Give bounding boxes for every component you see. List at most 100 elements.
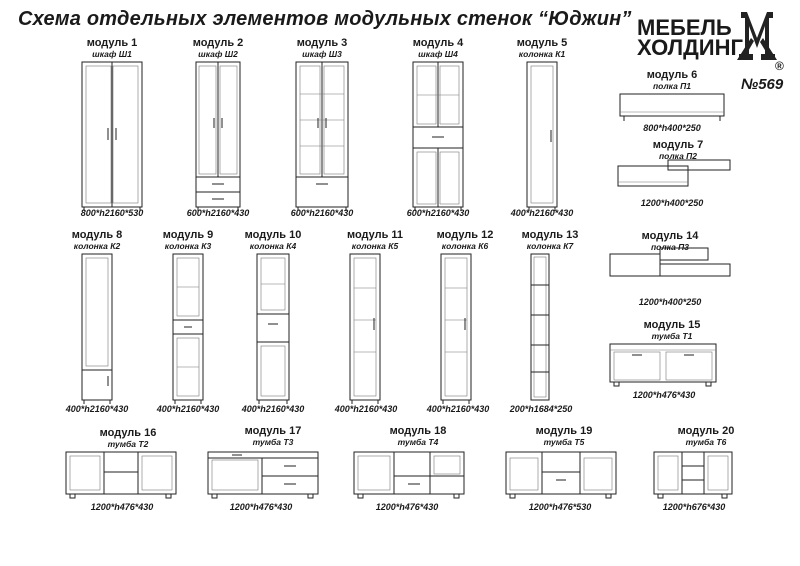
module-16-dimensions: 1200*h476*430 (90, 502, 154, 512)
module-20-label: модуль 20 тумба Т6 (666, 426, 746, 448)
module-name: модуль 17 (244, 425, 302, 437)
module-8-drawing (81, 253, 113, 404)
module-15-drawing (609, 343, 717, 387)
module-3-label: модуль 3 шкаф Ш3 (282, 38, 362, 60)
module-name: модуль 6 (646, 69, 698, 81)
module-12-label: модуль 12 колонка К6 (425, 230, 505, 252)
module-subtitle: колонка К5 (351, 241, 399, 251)
module-19-dimensions: 1200*h476*530 (528, 502, 592, 512)
module-17-dimensions: 1200*h476*430 (229, 502, 293, 512)
module-5-drawing (526, 61, 558, 211)
module-9-dimensions: 400*h2160*430 (156, 404, 220, 414)
module-subtitle: шкаф Ш3 (302, 49, 342, 59)
module-15-label: модуль 15 тумба Т1 (632, 320, 712, 342)
module-name: модуль 1 (86, 37, 138, 49)
module-name: модуль 7 (652, 139, 704, 151)
module-11-label: модуль 11 колонка К5 (335, 230, 415, 252)
module-2-dimensions: 600*h2160*430 (186, 208, 250, 218)
module-20-drawing (653, 451, 733, 499)
module-7-label: модуль 7 полка П2 (638, 140, 718, 162)
module-10-drawing (256, 253, 290, 404)
module-subtitle: тумба Т5 (543, 437, 585, 447)
page-title: Схема отдельных элементов модульных стен… (18, 8, 632, 30)
logo-registered: ® (775, 59, 784, 73)
module-name: модуль 14 (641, 230, 699, 242)
module-2-label: модуль 2 шкаф Ш2 (178, 38, 258, 60)
module-4-dimensions: 600*h2160*430 (406, 208, 470, 218)
module-9-drawing (172, 253, 204, 404)
module-13-label: модуль 13 колонка К7 (510, 230, 590, 252)
module-6-label: модуль 6 полка П1 (632, 70, 712, 92)
module-11-dimensions: 400*h2160*430 (334, 404, 398, 414)
module-18-dimensions: 1200*h476*430 (375, 502, 439, 512)
module-7-drawing (617, 159, 731, 187)
module-10-dimensions: 400*h2160*430 (241, 404, 305, 414)
logo-line-2: ХОЛДИНГ (637, 35, 743, 60)
module-1-drawing (81, 61, 143, 211)
module-4-label: модуль 4 шкаф Ш4 (398, 38, 478, 60)
module-name: модуль 18 (389, 425, 447, 437)
module-12-dimensions: 400*h2160*430 (426, 404, 490, 414)
module-16-drawing (65, 451, 177, 499)
module-name: модуль 12 (436, 229, 494, 241)
logo-text: МЕБЕЛЬ ХОЛДИНГ (637, 15, 743, 60)
module-name: модуль 2 (192, 37, 244, 49)
module-14-label: модуль 14 полка П3 (630, 231, 710, 253)
module-subtitle: полка П2 (658, 151, 697, 161)
module-subtitle: колонка К6 (441, 241, 489, 251)
module-16-label: модуль 16 тумба Т2 (88, 428, 168, 450)
module-subtitle: шкаф Ш2 (198, 49, 238, 59)
module-subtitle: колонка К3 (164, 241, 212, 251)
module-5-dimensions: 400*h2160*430 (510, 208, 574, 218)
module-14-drawing (609, 247, 731, 277)
module-name: модуль 16 (99, 427, 157, 439)
module-name: модуль 11 (346, 229, 404, 241)
module-5-label: модуль 5 колонка К1 (502, 38, 582, 60)
module-4-drawing (412, 61, 464, 211)
module-17-label: модуль 17 тумба Т3 (233, 426, 313, 448)
module-20-dimensions: 1200*h676*430 (662, 502, 726, 512)
module-subtitle: шкаф Ш1 (92, 49, 132, 59)
module-name: модуль 13 (521, 229, 579, 241)
module-8-dimensions: 400*h2160*430 (65, 404, 129, 414)
module-name: модуль 10 (244, 229, 302, 241)
module-18-drawing (353, 451, 465, 499)
module-subtitle: колонка К7 (526, 241, 574, 251)
module-name: модуль 4 (412, 37, 464, 49)
module-1-label: модуль 1 шкаф Ш1 (72, 38, 152, 60)
module-12-drawing (440, 253, 472, 404)
module-name: модуль 5 (516, 37, 568, 49)
module-6-drawing (619, 93, 725, 121)
module-subtitle: шкаф Ш4 (418, 49, 458, 59)
module-subtitle: колонка К4 (249, 241, 297, 251)
logo-mark-icon: ® (737, 12, 784, 73)
module-3-drawing (295, 61, 349, 211)
module-2-drawing (195, 61, 241, 211)
module-1-dimensions: 800*h2160*530 (80, 208, 144, 218)
module-subtitle: тумба Т3 (252, 437, 294, 447)
module-6-dimensions: 800*h400*250 (643, 123, 701, 133)
module-subtitle: тумба Т4 (397, 437, 439, 447)
module-10-label: модуль 10 колонка К4 (233, 230, 313, 252)
module-name: модуль 15 (643, 319, 701, 331)
logo-line-1: МЕБЕЛЬ (637, 15, 732, 40)
module-14-dimensions: 1200*h400*250 (638, 297, 702, 307)
module-subtitle: полка П1 (652, 81, 691, 91)
module-subtitle: колонка К2 (73, 241, 121, 251)
module-3-dimensions: 600*h2160*430 (290, 208, 354, 218)
module-name: модуль 3 (296, 37, 348, 49)
module-8-label: модуль 8 колонка К2 (57, 230, 137, 252)
module-7-dimensions: 1200*h400*250 (640, 198, 704, 208)
module-19-label: модуль 19 тумба Т5 (524, 426, 604, 448)
module-17-drawing (207, 451, 319, 499)
module-13-dimensions: 200*h1684*250 (509, 404, 573, 414)
module-name: модуль 20 (677, 425, 735, 437)
module-13-drawing (530, 253, 550, 401)
module-19-drawing (505, 451, 617, 499)
module-name: модуль 9 (162, 229, 214, 241)
module-11-drawing (349, 253, 381, 404)
module-subtitle: тумба Т1 (651, 331, 693, 341)
module-subtitle: полка П3 (650, 242, 689, 252)
module-15-dimensions: 1200*h476*430 (632, 390, 696, 400)
module-name: модуль 8 (71, 229, 123, 241)
